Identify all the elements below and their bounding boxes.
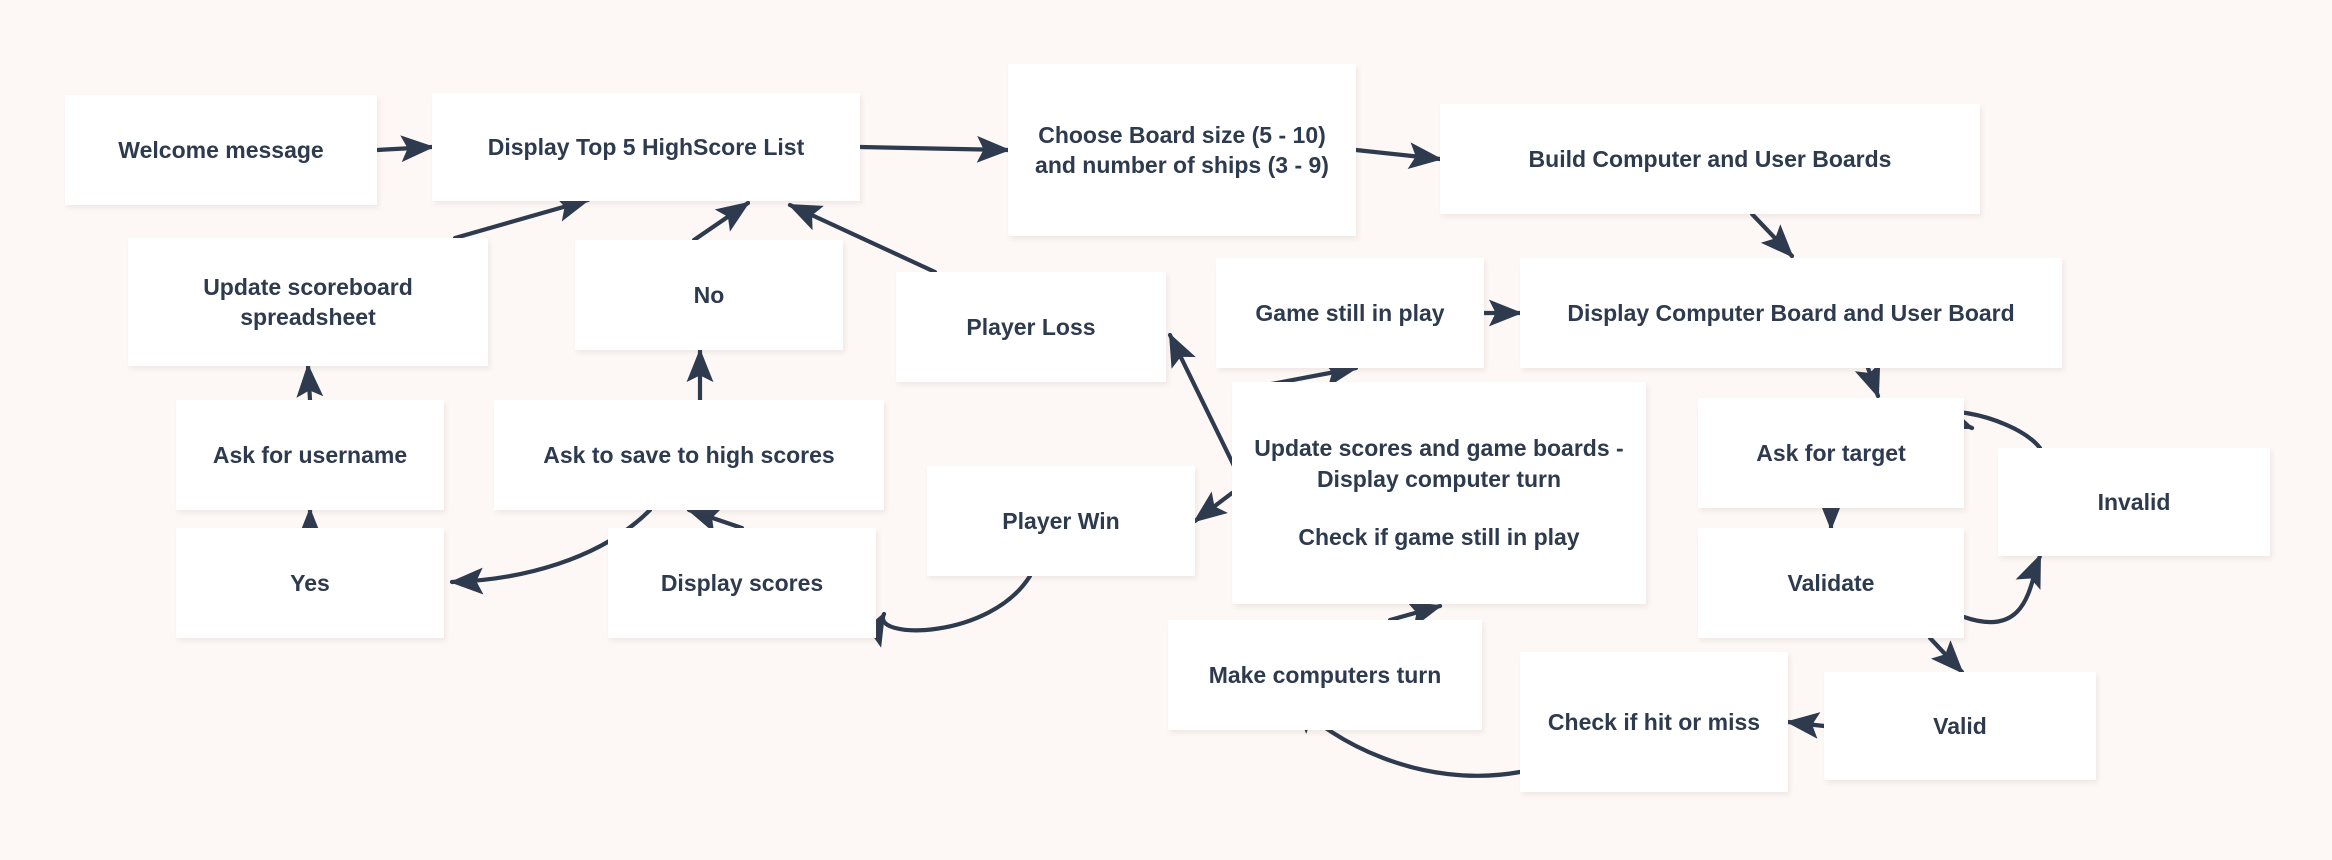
edge-boardsize-to-buildboards (1353, 142, 1443, 170)
edge-buildboards-to-displayboards (1749, 211, 1795, 259)
node-label: Player Win (1002, 507, 1120, 534)
node-updatescores[interactable]: Update scores and game boards - Display … (1232, 382, 1646, 604)
edge-no-to-top5 (691, 200, 751, 243)
node-askusername[interactable]: Ask for username (176, 400, 444, 510)
node-label: Update scoreboard spreadsheet (203, 273, 413, 330)
node-label: Invalid (2097, 488, 2171, 515)
edge-updatescores-to-playerwin (1192, 490, 1235, 524)
node-asksave[interactable]: Ask to save to high scores (494, 400, 884, 510)
node-label: Display Top 5 HighScore List (487, 133, 805, 160)
node-label: Game still in play (1255, 299, 1445, 326)
node-welcome[interactable]: Welcome message (65, 95, 377, 205)
node-displayscores[interactable]: Display scores (608, 528, 876, 638)
node-validate[interactable]: Validate (1698, 528, 1964, 638)
node-label-secondary: Check if game still in play (1298, 524, 1580, 551)
edge-displayboards-to-asktarget (1854, 362, 1881, 399)
node-label: Update scores and game boards - Display … (1254, 435, 1624, 492)
node-top5[interactable]: Display Top 5 HighScore List (432, 93, 860, 201)
edge-top5-to-boardsize (857, 135, 1011, 163)
node-boardsize[interactable]: Choose Board size (5 - 10) and number of… (1008, 64, 1356, 236)
node-label: Yes (290, 569, 330, 596)
edge-displayscores-to-asksave (686, 507, 745, 533)
node-label: No (693, 281, 725, 308)
node-label: Display Computer Board and User Board (1567, 299, 2015, 326)
node-checkhit[interactable]: Check if hit or miss (1520, 652, 1788, 792)
node-updatesheet[interactable]: Update scoreboard spreadsheet (128, 238, 488, 366)
node-label: Validate (1787, 569, 1875, 596)
node-playerwin[interactable]: Player Win (927, 466, 1195, 576)
node-yes[interactable]: Yes (176, 528, 444, 638)
node-no[interactable]: No (575, 240, 843, 350)
edge-validate-to-invalid (1961, 553, 2043, 625)
node-label: Player Loss (966, 313, 1096, 340)
node-label: Choose Board size (5 - 10) and number of… (1035, 121, 1329, 178)
node-label: Check if hit or miss (1547, 708, 1761, 735)
node-buildboards[interactable]: Build Computer and User Boards (1440, 104, 1980, 214)
edge-makecomputer-to-updatescores (1387, 601, 1443, 628)
node-displayboards[interactable]: Display Computer Board and User Board (1520, 258, 2062, 368)
edge-updatesheet-to-top5 (452, 195, 591, 241)
node-label: Welcome message (118, 136, 324, 163)
node-playerloss[interactable]: Player Loss (896, 272, 1166, 382)
node-label: Make computers turn (1208, 661, 1442, 688)
node-asktarget[interactable]: Ask for target (1698, 398, 1964, 508)
edge-playerwin-to-displayscores (857, 573, 1033, 648)
node-makecomputer[interactable]: Make computers turn (1168, 620, 1482, 730)
node-label: Build Computer and User Boards (1528, 145, 1892, 172)
edge-welcome-to-top5 (374, 135, 435, 163)
node-label: Ask for username (212, 441, 408, 468)
edge-valid-to-checkhit (1785, 712, 1827, 739)
node-valid[interactable]: Valid (1824, 672, 2096, 780)
edge-validate-to-valid (1927, 635, 1965, 675)
node-gameinplay[interactable]: Game still in play (1216, 258, 1484, 368)
node-invalid[interactable]: Invalid (1998, 448, 2270, 556)
node-label: Ask for target (1756, 439, 1906, 466)
node-label: Ask to save to high scores (543, 441, 835, 468)
node-label: Display scores (660, 569, 824, 596)
edge-askusername-to-updatesheet (296, 363, 324, 403)
node-label: Valid (1933, 712, 1987, 739)
